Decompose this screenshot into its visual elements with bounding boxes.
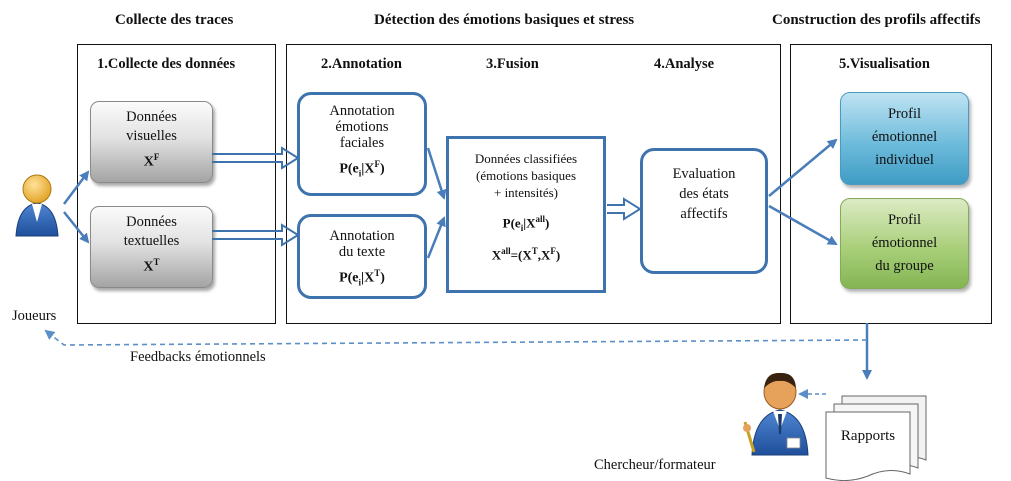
arrow-annotface-fusion: [426, 147, 447, 200]
fusion-line2: (émotions basiques: [475, 168, 576, 183]
arrow-annottext-fusion: [426, 216, 446, 259]
annot-face-formula: P(ei|XF): [339, 159, 385, 179]
node-visual-line2: visuelles: [126, 128, 177, 144]
label-feedback: Feedbacks émotionnels: [130, 349, 266, 365]
annot-text-line1: Annotation: [329, 228, 395, 244]
node-textual-line1: Données: [126, 214, 177, 230]
header-detection: Détection des émotions basiques et stres…: [374, 12, 635, 28]
profile-ind-line2: émotionnel: [871, 129, 938, 145]
user-icon: [15, 174, 59, 237]
fusion-formula-1: P(ei|Xall): [502, 214, 550, 233]
profile-grp-line3: du groupe: [875, 258, 934, 274]
fusion-formula-2: Xall=(XT,XF): [491, 245, 561, 263]
analyse-line1: Evaluation: [672, 166, 736, 182]
node-fusion: Données classifiées (émotions basiques +…: [446, 136, 606, 293]
section-title-analyse: 4.Analyse: [654, 56, 715, 72]
node-textual-data: Données textuelles XT: [90, 206, 213, 288]
annot-face-line2: émotions: [335, 119, 389, 135]
label-joueurs: Joueurs: [12, 308, 57, 324]
profile-grp-line2: émotionnel: [871, 235, 938, 251]
section-title-fusion: 3.Fusion: [486, 56, 539, 72]
node-visual-line1: Données: [126, 109, 177, 125]
section-title-visualisation: 5.Visualisation: [839, 56, 930, 72]
fusion-line1: Données classifiées: [474, 151, 578, 166]
node-visual-data: Données visuelles XF: [90, 101, 213, 183]
fusion-line3: + intensités): [493, 185, 559, 200]
analyse-line2: des états: [679, 186, 729, 202]
arrow-fusion-analyse: [607, 197, 642, 221]
analyse-line3: affectifs: [680, 206, 728, 222]
annot-text-line2: du texte: [338, 244, 386, 260]
section-title-collecte: 1.Collecte des données: [97, 56, 236, 72]
node-textual-line2: textuelles: [123, 233, 180, 249]
arrow-textual-annotation: [212, 223, 300, 247]
researcher-icon: [743, 372, 809, 456]
node-profile-group: Profil émotionnel du groupe: [840, 198, 969, 289]
section-title-annotation: 2.Annotation: [321, 56, 402, 72]
label-chercheur: Chercheur/formateur: [594, 457, 716, 473]
profile-grp-line1: Profil: [887, 212, 922, 228]
profile-ind-line1: Profil: [887, 106, 922, 122]
arrow-analyse-profile-grp: [768, 204, 838, 246]
arrow-user-visual: [63, 170, 90, 205]
profile-ind-line3: individuel: [875, 152, 934, 168]
node-analyse: Evaluation des états affectifs: [640, 148, 768, 274]
arrow-visual-annotation: [212, 146, 300, 170]
node-annotation-facial: Annotation émotions faciales P(ei|XF): [297, 92, 427, 196]
arrow-feedback-joueurs: [44, 329, 868, 346]
arrow-analyse-profile-ind: [768, 138, 838, 197]
label-rapports: Rapports: [841, 428, 895, 444]
node-visual-formula: XF: [143, 152, 160, 170]
arrow-user-textual: [63, 211, 90, 244]
node-annotation-text: Annotation du texte P(ei|XT): [297, 214, 427, 299]
header-collecte: Collecte des traces: [115, 12, 234, 28]
annot-face-line3: faciales: [339, 135, 385, 151]
annot-face-line1: Annotation: [329, 103, 395, 119]
node-textual-formula: XT: [143, 257, 160, 275]
header-construction: Construction des profils affectifs: [772, 12, 981, 28]
document-stack-icon: [825, 395, 927, 481]
node-profile-individual: Profil émotionnel individuel: [840, 92, 969, 185]
annot-text-formula: P(ei|XT): [339, 268, 385, 288]
